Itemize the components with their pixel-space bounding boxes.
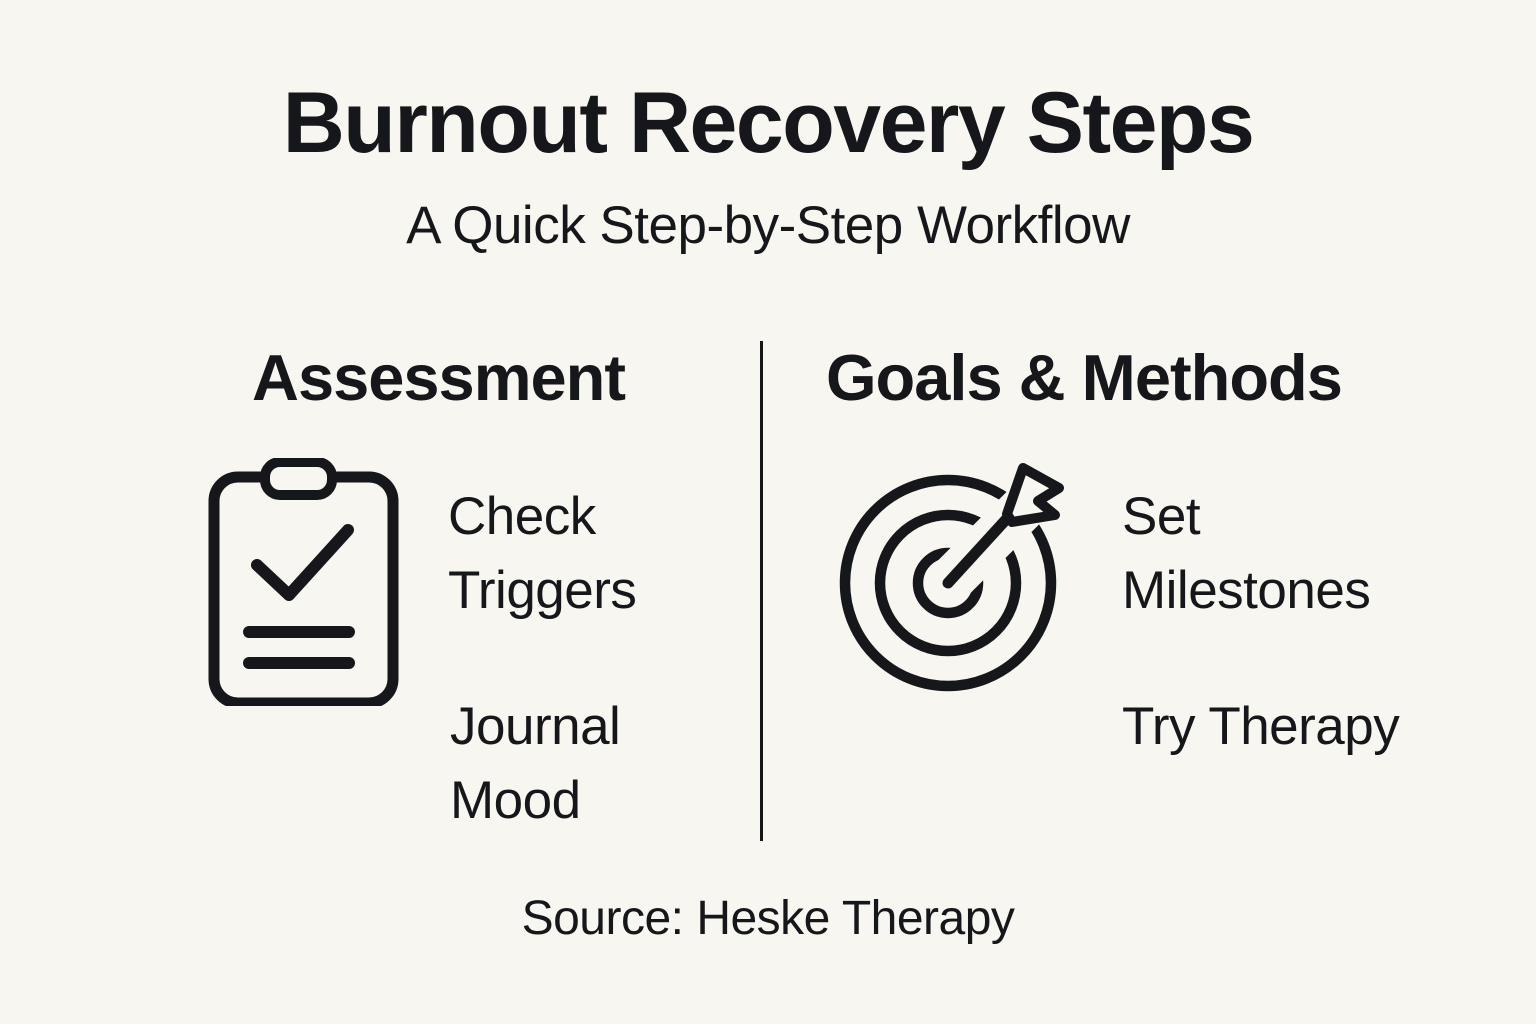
item-journal-mood: Journal Mood xyxy=(450,697,621,830)
target-dart-icon xyxy=(839,461,1070,692)
column-divider-line xyxy=(760,341,763,841)
item-check-triggers: Check Triggers xyxy=(448,487,637,620)
page-title: Burnout Recovery Steps xyxy=(282,75,1255,171)
clipboard-check-icon xyxy=(208,458,399,706)
source-caption: Source: Heske Therapy xyxy=(521,892,1015,945)
column-header-goals-methods: Goals & Methods xyxy=(826,341,1343,414)
column-header-assessment: Assessment xyxy=(252,341,626,414)
item-set-milestones: Set Milestones xyxy=(1122,487,1371,620)
item-try-therapy: Try Therapy xyxy=(1122,697,1400,756)
page-subtitle: A Quick Step-by-Step Workflow xyxy=(406,196,1130,255)
